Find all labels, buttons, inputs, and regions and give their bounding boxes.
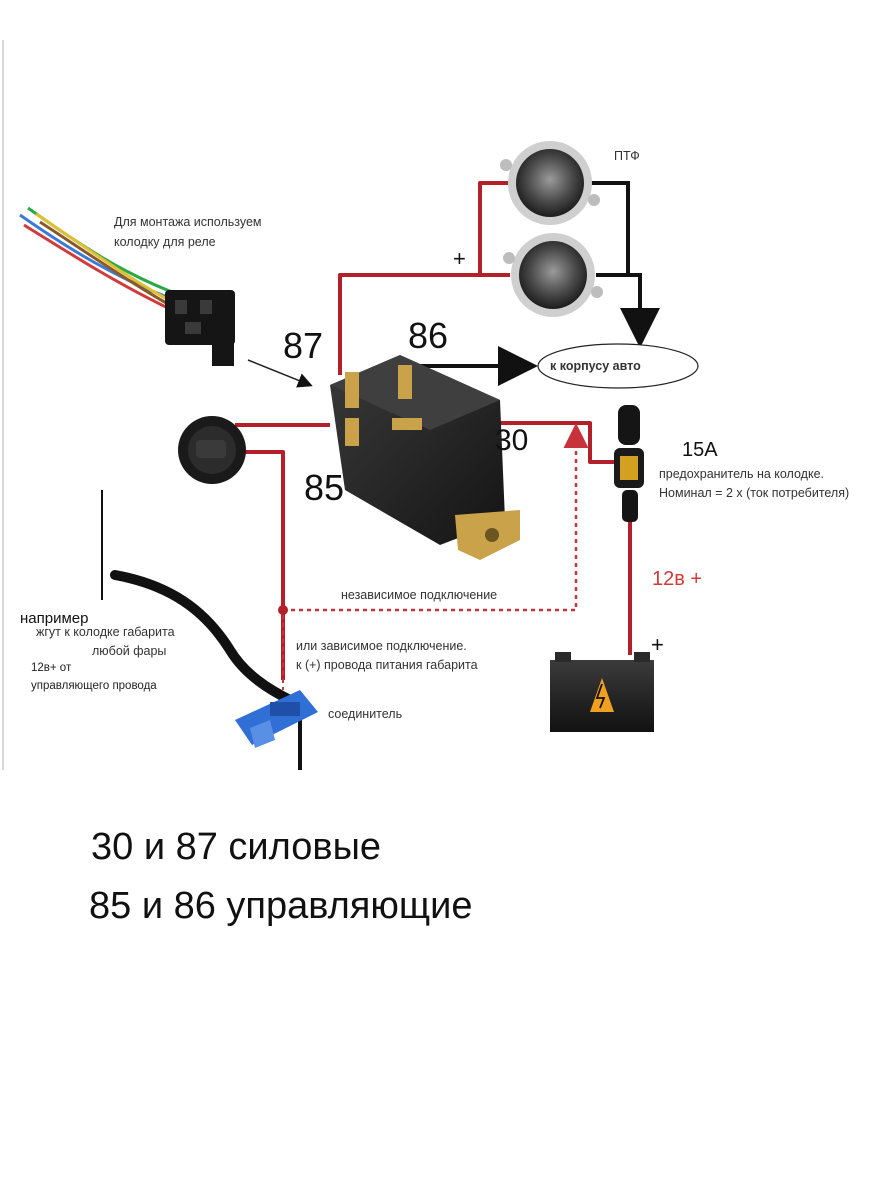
- fuse-note-line1: предохранитель на колодке.: [659, 467, 824, 481]
- control-line1: 12в+ от: [31, 662, 72, 674]
- fog-lamp-top: [500, 141, 600, 225]
- mount-hint-line1: Для монтажа используем: [114, 215, 262, 229]
- fog-lamp-bottom: [503, 233, 603, 317]
- pin-86-label: 86: [408, 315, 449, 356]
- connector-label: соединитель: [328, 707, 403, 721]
- dependent-line2: к (+) провода питания габарита: [296, 658, 478, 672]
- example-label: например: [20, 610, 89, 627]
- caption-control-pins: 85 и 86 управляющие: [89, 885, 473, 927]
- harness-line1: жгут к колодке габарита: [36, 625, 175, 639]
- relay-image: [330, 355, 520, 560]
- switch-image: [178, 416, 246, 484]
- ground-wires: [590, 181, 642, 335]
- ground-ellipse: [537, 343, 699, 389]
- ground-label: к корпусу авто: [550, 359, 641, 373]
- pin-30-label: 30: [495, 424, 529, 457]
- dotted-wires: [283, 435, 578, 612]
- dependent-line1: или зависимое подключение.: [296, 639, 467, 653]
- harness-line2: любой фары: [92, 644, 167, 658]
- mount-hint-line2: колодку для реле: [114, 235, 216, 249]
- caption-power-pins: 30 и 87 силовые: [91, 826, 382, 868]
- battery-plus-label: +: [651, 632, 664, 657]
- wiring-diagram: [2, 40, 699, 770]
- ptf-label: ПТФ: [614, 149, 640, 163]
- fuse-note-line2: Номинал = 2 х (ток потребителя): [659, 486, 850, 500]
- pin-85-label: 85: [304, 467, 345, 508]
- fuse-rating-label: 15А: [682, 439, 718, 461]
- connector-image: [235, 690, 318, 748]
- plus-top-label: +: [453, 246, 466, 271]
- power-wires: [235, 181, 632, 680]
- socket-to-relay-arrow: [247, 359, 313, 388]
- battery-image: [550, 652, 654, 732]
- junction-dot: [278, 605, 288, 615]
- independent-label: независимое подключение: [341, 588, 498, 602]
- fuse-holder-image: [614, 405, 644, 522]
- relay-socket-image: [19, 206, 235, 366]
- pin-87-label: 87: [283, 325, 324, 366]
- control-line2: управляющего провода: [31, 680, 157, 692]
- voltage-label: 12в +: [652, 568, 703, 590]
